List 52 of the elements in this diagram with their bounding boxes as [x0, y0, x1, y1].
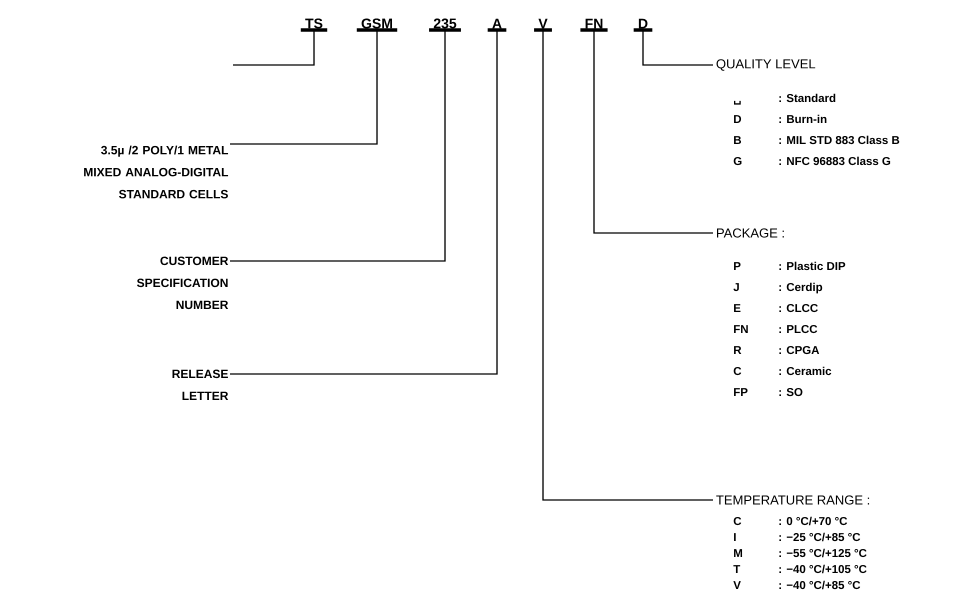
code-letter: ␣ [734, 100, 741, 105]
leader-line [542, 30, 713, 501]
code-letter: M [734, 549, 742, 557]
code-meaning: : −40 °C/+85 °C [779, 580, 860, 590]
code-letter: I [734, 533, 736, 541]
leader-line [642, 30, 713, 66]
code-letter: V [733, 581, 741, 589]
code-letter: FP [734, 388, 748, 396]
code-meaning: : CPGA [779, 346, 820, 354]
field-description: 3.5µ /2 POLY/1 METAL MIXED ANALOG-DIGITAL STANDARD CELLS [84, 146, 228, 198]
leader-line [230, 30, 446, 262]
code-meaning: : Plastic DIP [779, 262, 846, 270]
leader-line [230, 30, 378, 145]
code-letter: T [733, 565, 740, 573]
field-heading: PACKAGE : [717, 228, 784, 238]
code-letter: P [734, 262, 741, 270]
code-letter: FN [734, 325, 748, 333]
code-letter: D [734, 115, 742, 123]
code-meaning: : MIL STD 883 Class B [779, 136, 900, 144]
code-letter: R [734, 346, 742, 354]
code-meaning: : Ceramic [779, 366, 832, 376]
code-meaning: : SO [779, 388, 802, 396]
code-meaning: : Cerdip [779, 282, 822, 294]
code-letter: E [734, 304, 740, 312]
leader-line [230, 30, 498, 375]
field-description: CUSTOMER SPECIFICATION NUMBER [136, 256, 228, 310]
code-segment: V [534, 18, 552, 32]
code-meaning: : −40 °C/+105 °C [779, 564, 867, 574]
field-heading: QUALITY LEVEL [716, 59, 816, 71]
code-meaning: : PLCC [779, 324, 818, 334]
code-letter: C [734, 516, 742, 526]
code-segment: GSM [356, 18, 398, 32]
code-segment: FN [580, 18, 608, 32]
code-segment: D [634, 18, 652, 32]
leader-line [593, 30, 713, 234]
code-meaning: : Standard [779, 94, 836, 102]
code-meaning: : NFC 96883 Class G [779, 156, 890, 166]
code-meaning: : CLCC [779, 304, 818, 312]
field-heading: TEMPERATURE RANGE : [716, 495, 870, 505]
code-meaning: : −25 °C/+85 °C [779, 532, 860, 542]
code-meaning: : 0 °C/+70 °C [779, 516, 848, 526]
code-meaning: : −55 °C/+125 °C [779, 548, 867, 558]
code-segment: A [488, 18, 506, 32]
code-letter: C [734, 366, 742, 376]
code-segment: TS [300, 18, 328, 32]
code-segment: 235 [429, 18, 461, 32]
leader-line [233, 30, 315, 66]
code-meaning: : Burn-in [779, 114, 826, 124]
code-letter: B [734, 136, 742, 144]
code-letter: G [734, 156, 742, 166]
field-description: RELEASE LETTER [172, 370, 228, 400]
code-letter: J [733, 283, 739, 292]
